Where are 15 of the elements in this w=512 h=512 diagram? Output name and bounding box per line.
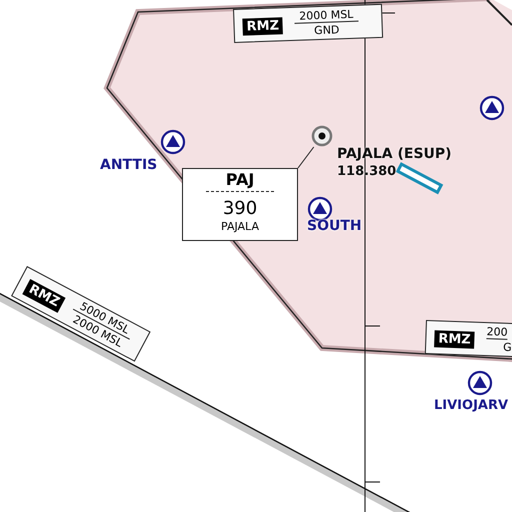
navaid-ident: PAJ xyxy=(224,172,256,188)
reporting-point-name: LIVIOJARV xyxy=(434,399,508,412)
ndb-symbol-icon xyxy=(311,125,333,147)
upper-limit: 2000 MSL xyxy=(294,8,359,24)
lower-limit: GND xyxy=(312,24,341,37)
upper-limit: 200 xyxy=(486,326,508,340)
reporting-point-name: SOUTH xyxy=(307,219,362,233)
navaid-frequency: 390 xyxy=(222,200,258,218)
airspace-class-badge: RMZ xyxy=(434,330,475,349)
airspace-class-badge: RMZ xyxy=(242,17,284,36)
navaid-box xyxy=(182,168,298,241)
navaid-name: PAJALA xyxy=(220,221,260,232)
lower-limit: G xyxy=(502,342,512,353)
leader-line xyxy=(298,146,314,168)
reporting-point-name: ANTTIS xyxy=(100,158,158,172)
